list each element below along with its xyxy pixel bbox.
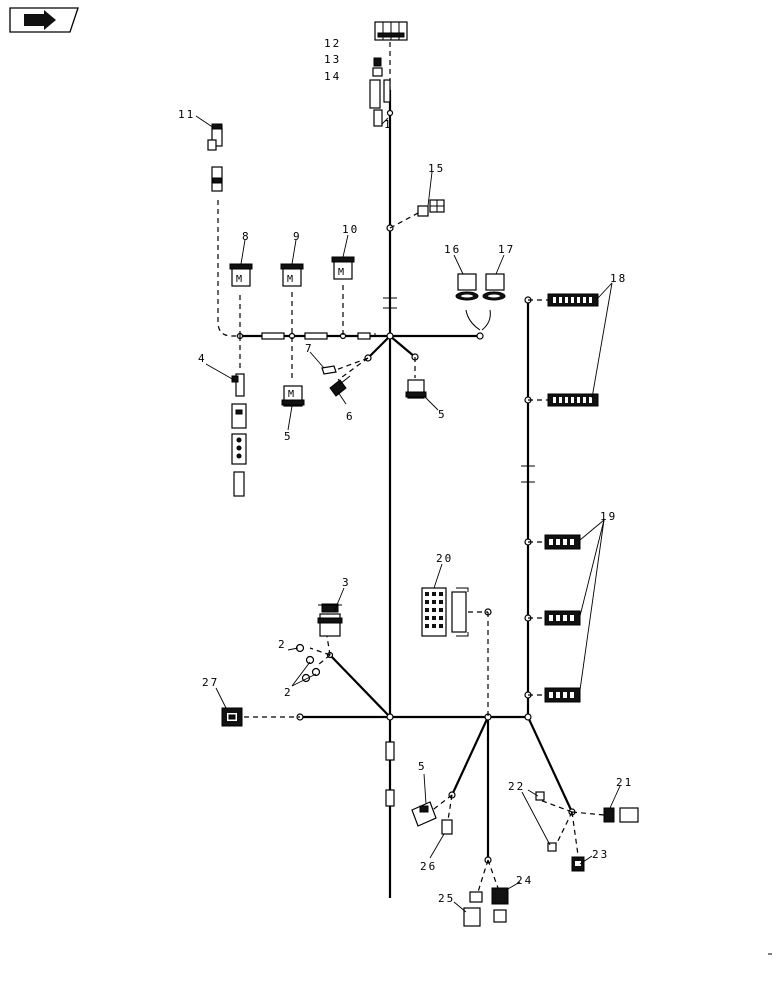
sensor-6[interactable] <box>329 375 351 397</box>
fuse-block-20[interactable] <box>421 587 469 637</box>
callout-9: 9 <box>293 230 302 243</box>
connector-17[interactable] <box>482 273 506 301</box>
connector-26[interactable] <box>441 819 453 835</box>
callout-23: 23 <box>592 848 609 861</box>
callout-15: 15 <box>428 162 445 175</box>
callout-13: 13 <box>324 53 341 66</box>
connector-5-left[interactable]: M <box>281 385 305 407</box>
component-3[interactable] <box>317 603 343 637</box>
splice-nodes <box>236 109 576 864</box>
callout-27: 27 <box>202 676 219 689</box>
callout-2-upper: 2 <box>278 638 287 651</box>
connector-19-b[interactable] <box>544 610 581 626</box>
connector-23[interactable] <box>571 856 585 872</box>
svg-text:M: M <box>288 389 294 400</box>
connector-18-upper[interactable] <box>547 293 599 307</box>
callout-10: 10 <box>342 223 359 236</box>
callout-25: 25 <box>438 892 455 905</box>
connector-5-lower[interactable] <box>411 801 437 827</box>
callout-22: 22 <box>508 780 525 793</box>
main-harness-trunk <box>240 90 573 898</box>
callout-6: 6 <box>346 410 355 423</box>
connector-4[interactable] <box>231 373 247 497</box>
svg-text:M: M <box>236 274 242 285</box>
connector-18-lower[interactable] <box>547 393 599 407</box>
connector-24[interactable] <box>491 887 509 923</box>
connector-10[interactable]: M <box>331 256 355 280</box>
callout-5-left: 5 <box>284 430 293 443</box>
terminal-22[interactable] <box>535 791 557 852</box>
callout-5-right: 5 <box>438 408 447 421</box>
connector-5-right[interactable] <box>405 379 427 399</box>
callout-26: 26 <box>420 860 437 873</box>
connector-11[interactable] <box>207 123 223 192</box>
connector-27[interactable] <box>221 707 243 727</box>
terminal-7[interactable] <box>321 365 337 375</box>
callout-5-lower: 5 <box>418 760 427 773</box>
callout-labels: 1 12 13 14 11 15 8 9 10 16 17 18 4 7 5 6… <box>178 37 633 905</box>
callout-8: 8 <box>242 230 251 243</box>
callout-3: 3 <box>342 576 351 589</box>
callout-11: 11 <box>178 108 195 121</box>
svg-text:M: M <box>338 267 344 278</box>
callout-2-lower: 2 <box>284 686 293 699</box>
callout-7: 7 <box>305 342 314 355</box>
terminal-13-14[interactable] <box>369 57 391 127</box>
connector-21[interactable] <box>603 807 639 823</box>
callout-1: 1 <box>384 118 393 131</box>
book-arrow-icon[interactable] <box>9 7 79 33</box>
connector-16[interactable] <box>455 273 479 301</box>
callout-21: 21 <box>616 776 633 789</box>
callout-17: 17 <box>498 243 515 256</box>
connector-19-a[interactable] <box>544 534 581 550</box>
callout-16: 16 <box>444 243 461 256</box>
connector-8[interactable]: M <box>229 263 253 287</box>
svg-text:M: M <box>287 274 293 285</box>
connector-12-top[interactable] <box>374 21 408 41</box>
connector-9[interactable]: M <box>280 263 304 287</box>
callout-12: 12 <box>324 37 341 50</box>
callout-14: 14 <box>324 70 341 83</box>
callout-24: 24 <box>516 874 533 887</box>
callout-4: 4 <box>198 352 207 365</box>
connector-15[interactable] <box>417 199 445 217</box>
terminal-2[interactable] <box>295 643 321 683</box>
dashed-connections <box>217 42 605 893</box>
leader-lines <box>195 115 621 913</box>
harness-sleeves <box>261 297 535 807</box>
connector-19-c[interactable] <box>544 687 581 703</box>
callout-18: 18 <box>610 272 627 285</box>
connector-25[interactable] <box>463 891 483 927</box>
callout-19: 19 <box>600 510 617 523</box>
callout-20: 20 <box>436 552 453 565</box>
